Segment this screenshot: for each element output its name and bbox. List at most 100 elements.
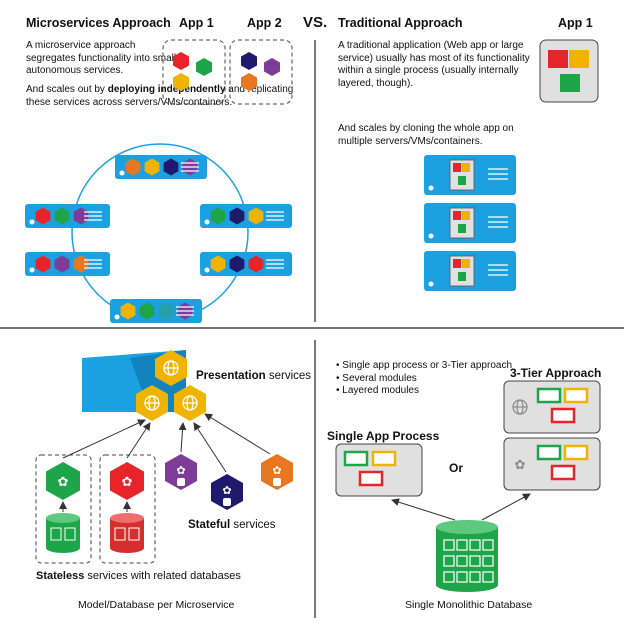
call-arrow [178,422,187,453]
module-square [453,259,461,268]
service-call-arrows [62,413,271,473]
service-hexagon [210,207,226,225]
app2-hexagons [241,52,280,91]
server-bar [200,204,292,228]
service-hexagon [144,158,160,176]
stateful-rest: services [230,519,276,531]
gear-icon: ✿ [122,474,133,489]
stateful-orange-hexagon [261,454,293,490]
database-cell [50,527,62,541]
traditional-app-box [539,39,599,103]
traditional-title: Traditional Approach [338,16,463,30]
call-arrow [193,422,227,473]
server-body [115,155,207,179]
stateful-navy-hexagon [211,474,243,510]
navy-hexagon [241,52,257,70]
traditional-app1-label: App 1 [558,16,593,30]
database-cell [64,527,76,541]
server-led [114,314,120,320]
stateless-rest: services with related databases [84,570,241,582]
database-cell [469,571,481,583]
stateless-green-hexagon [46,462,80,500]
module-square [453,211,461,220]
database-bottom [110,543,144,553]
server-led [428,281,434,287]
microservices-paragraph2: And scales out by deploying independentl… [26,84,296,109]
service-hexagon [54,255,70,273]
bullet-text: Layered modules [342,385,419,396]
server-led [29,267,35,273]
bullet-text: Single app process or 3-Tier approach [342,360,513,371]
module-square [458,224,466,233]
bullet-item: • Layered modules [336,385,419,396]
yellow-hexagon [173,73,189,91]
db-mini-icon [223,498,231,506]
gear-icon: ✿ [515,457,526,472]
vs-label: VS. [303,14,328,31]
module-green [536,444,562,461]
database-cell [469,555,481,567]
microservices-paragraph1: A microservice approach segregates funct… [26,40,177,76]
database-cell [456,539,468,551]
service-hexagon [229,207,245,225]
call-arrow [126,422,151,459]
module-yellow [563,444,589,461]
module-square [462,163,470,172]
service-hexagon [35,207,51,225]
database-top [110,513,144,523]
stateful-services-label: Stateful services [188,519,276,531]
module-square [458,176,466,185]
database-cell [128,527,140,541]
model-database-caption: Model/Database per Microservice [78,599,235,611]
app2-dashed-box [229,39,293,105]
database-cell [469,539,481,551]
microservices-paragraph2-end: and replicating these services across se… [26,84,294,108]
stateless-bold: Stateless [36,570,85,582]
three-tier-title: 3-Tier Approach [510,366,602,380]
server-bar [200,252,292,276]
server-led [204,219,210,225]
module-red [550,464,576,481]
database-cell [443,571,455,583]
gear-icon: ✿ [272,465,281,477]
database-cell [114,527,126,541]
server-bar [25,252,110,276]
gear-icon: ✿ [222,485,231,497]
gear-icon: ✿ [176,465,185,477]
or-label: Or [449,461,464,475]
database-top [46,513,80,523]
app1-label: App 1 [179,16,214,30]
db-to-single-app-arrow [391,498,456,521]
bullet-item: • Several modules [336,372,417,384]
presentation-bold: Presentation [196,370,266,382]
module-red [550,407,576,424]
database-cell [443,539,455,551]
stateless-service-box-green [35,454,92,564]
db-mini-icon [177,478,185,486]
monolith-bullets: • Single app process or 3-Tier approach … [336,360,512,398]
traditional-server [424,155,516,195]
module-square [458,272,466,281]
green-hexagon [196,58,212,76]
server-bar [115,155,207,179]
server-led [29,219,35,225]
stateless-database-red [110,513,144,553]
stateless-services-label: Stateless services with related database… [36,570,241,582]
presentation-hexagons [136,350,206,421]
database-bottom [46,543,80,553]
module-square [453,163,461,172]
microservice-servers [25,155,292,323]
service-hexagon [248,207,264,225]
red-module-square [548,50,568,68]
db-mini-icon [273,478,281,486]
traditional-servers [424,155,516,291]
server-led [204,267,210,273]
traditional-server [424,203,516,243]
gear-icon: ✿ [58,474,69,489]
presentation-rest: services [265,370,312,382]
service-hexagon [248,255,264,273]
traditional-server [424,251,516,291]
yellow-module-square [569,50,589,68]
database-cell [482,555,494,567]
server-body [110,299,202,323]
